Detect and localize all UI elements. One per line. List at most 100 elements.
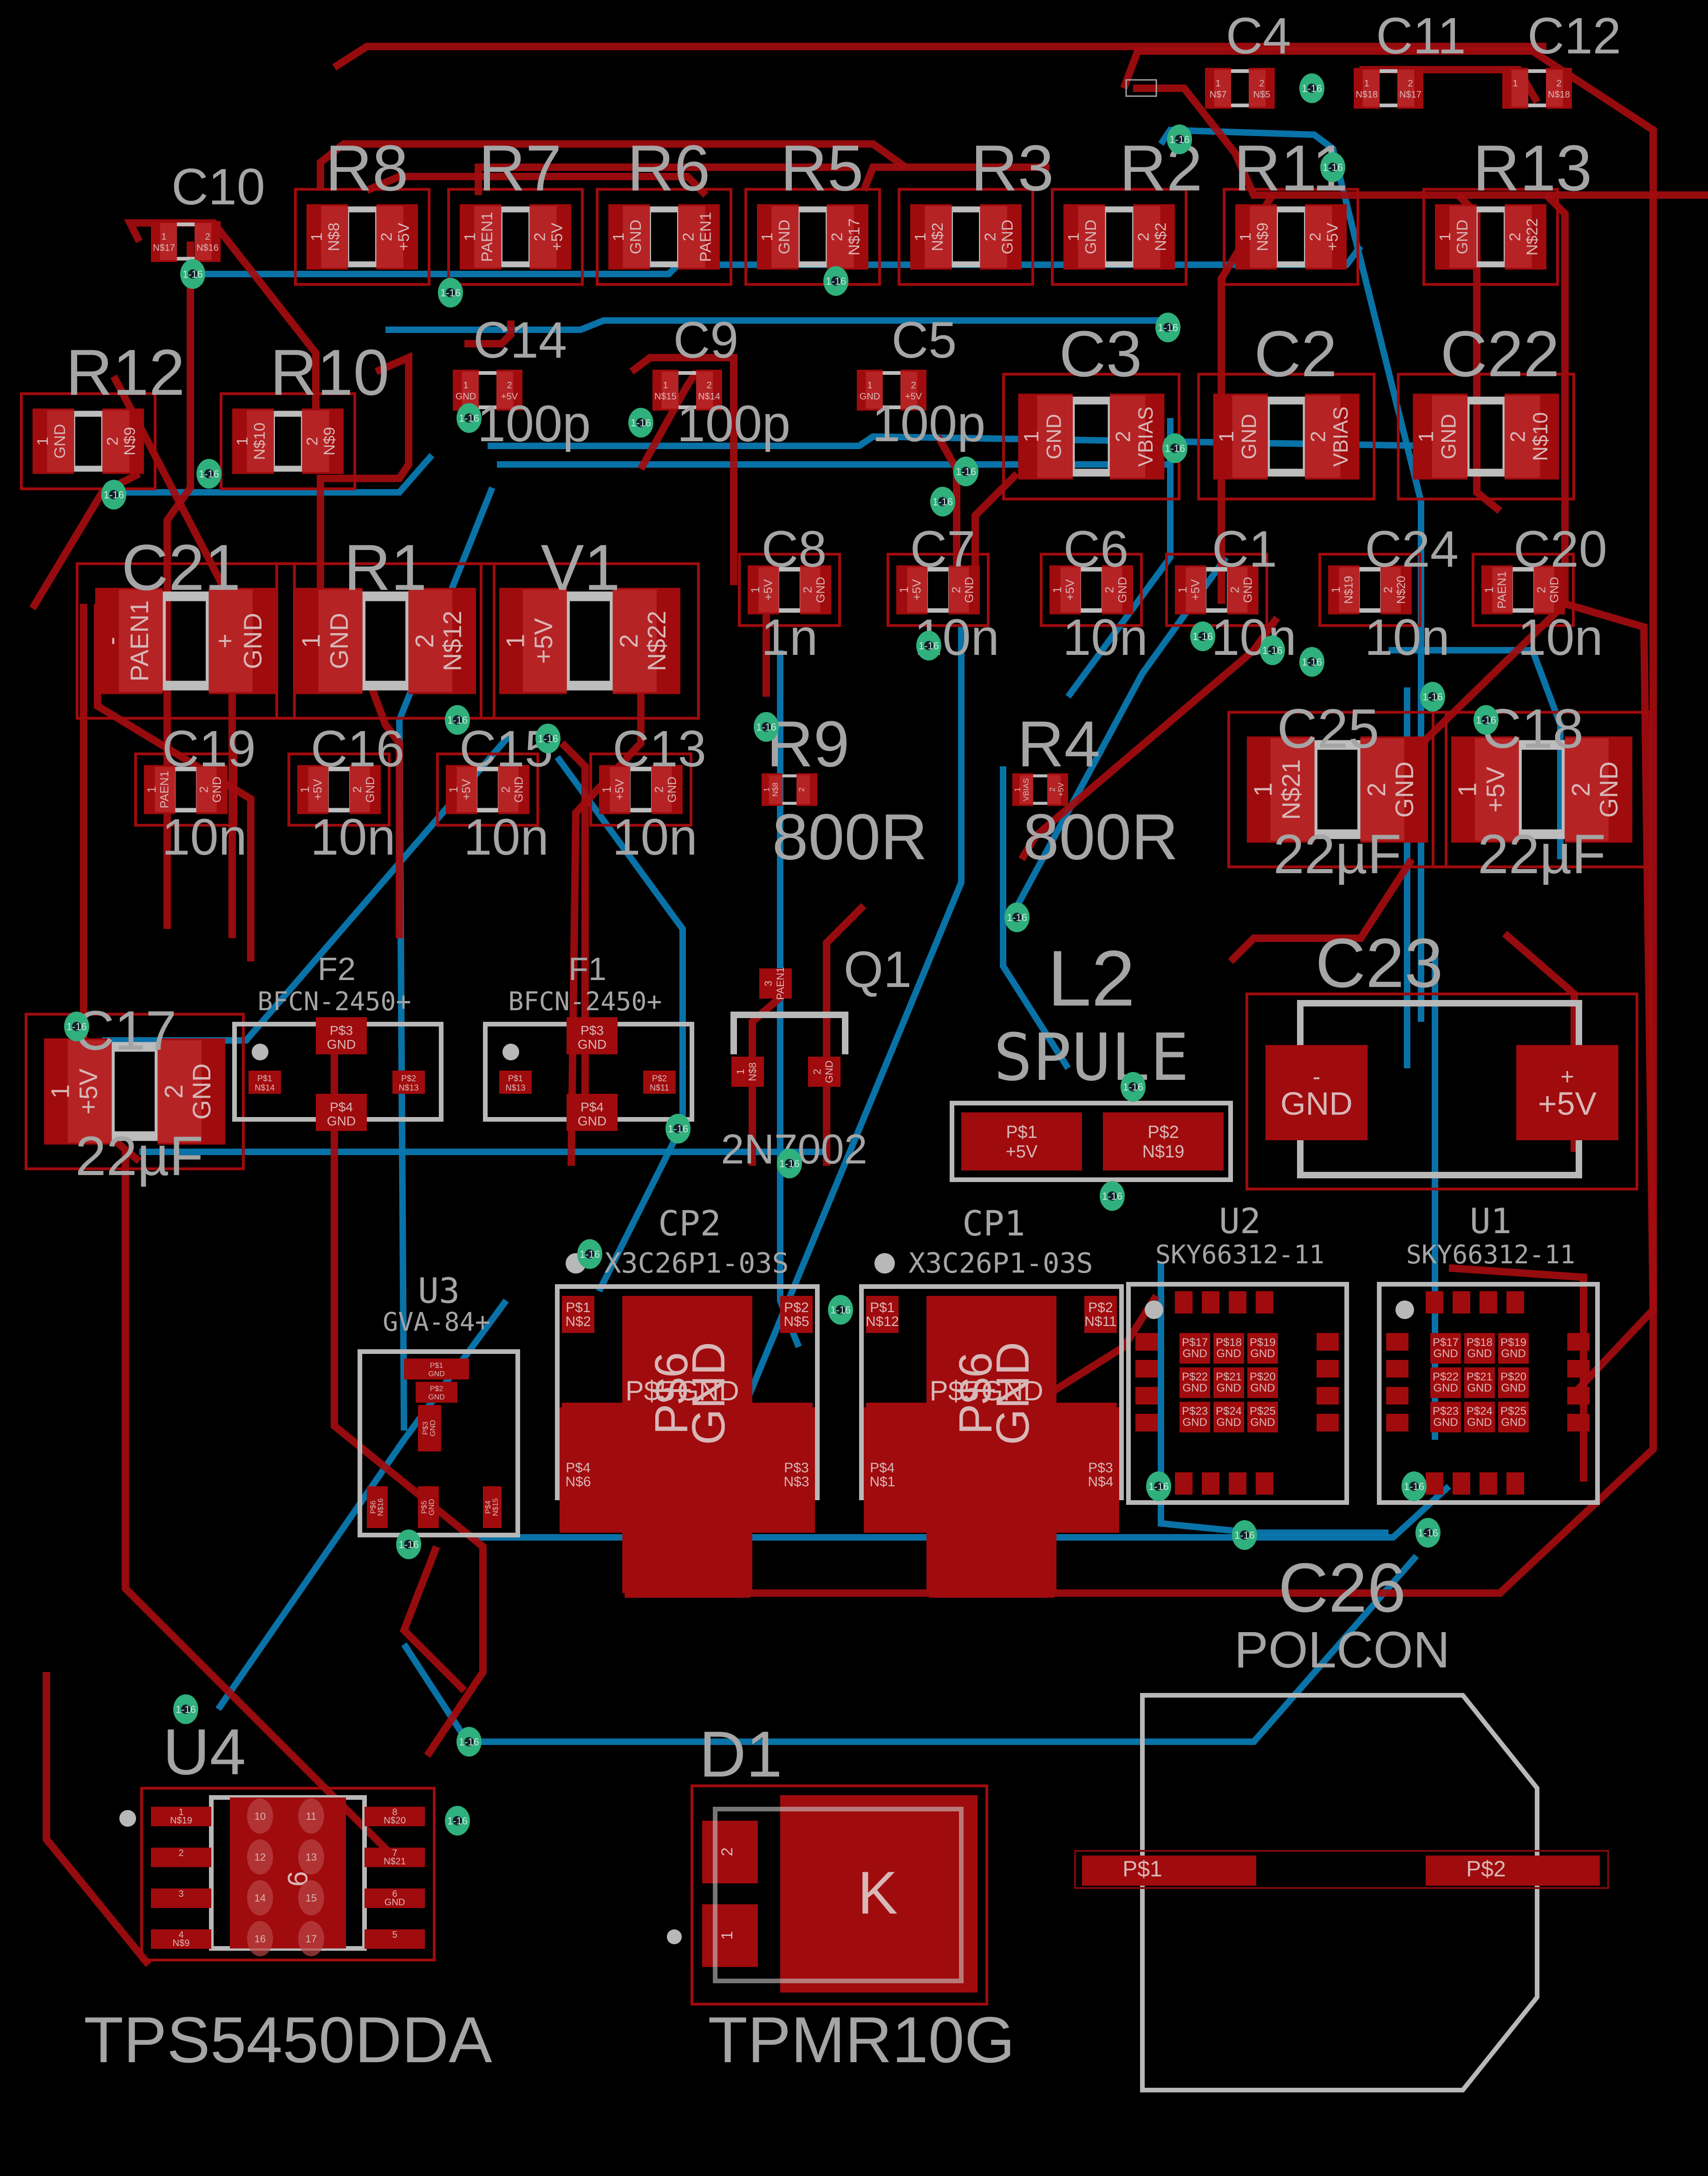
perimeter-pad[interactable] xyxy=(1453,1472,1470,1495)
pad[interactable]: P$4N$1 xyxy=(866,1456,899,1493)
perimeter-pad[interactable] xyxy=(1135,1414,1158,1431)
pad[interactable]: 7N$21 xyxy=(365,1848,425,1867)
perimeter-pad[interactable] xyxy=(1506,1472,1524,1495)
pad[interactable]: 1+5V xyxy=(748,565,779,614)
pad[interactable]: P$1N$14 xyxy=(248,1071,281,1094)
pad[interactable]: 2N$17 xyxy=(1397,68,1423,109)
perimeter-pad[interactable] xyxy=(1256,1472,1273,1495)
perimeter-pad[interactable] xyxy=(1480,1291,1497,1313)
perimeter-pad[interactable] xyxy=(1317,1414,1339,1431)
pad[interactable]: 1N$7 xyxy=(1205,68,1231,109)
pad[interactable]: 2 xyxy=(702,1821,758,1883)
perimeter-pad[interactable] xyxy=(1506,1291,1524,1313)
component-u1[interactable]: U1SKY66312-11P$17GNDP$18GNDP$19GNDP$22GN… xyxy=(1377,1201,1600,1505)
perimeter-pad[interactable] xyxy=(1567,1360,1590,1378)
pad[interactable]: 2+5V xyxy=(900,370,926,411)
pad[interactable]: 1+5V xyxy=(896,565,928,614)
perimeter-pad[interactable] xyxy=(1567,1414,1590,1431)
pad[interactable]: P$3N$4 xyxy=(1084,1456,1117,1493)
pad[interactable]: 2+5V xyxy=(1047,773,1068,806)
pad[interactable]: 1+5V xyxy=(297,765,329,814)
pad[interactable]: 3 xyxy=(151,1888,211,1908)
perimeter-pad[interactable] xyxy=(1202,1291,1219,1313)
pad[interactable]: P$1+5V xyxy=(961,1112,1082,1170)
perimeter-pad[interactable] xyxy=(1135,1387,1158,1405)
perimeter-pad[interactable] xyxy=(1229,1291,1246,1313)
pad[interactable]: P$2N$11 xyxy=(643,1071,676,1094)
pad[interactable]: 1N$15 xyxy=(652,370,678,411)
perimeter-pad[interactable] xyxy=(1317,1333,1339,1351)
perimeter-pad[interactable] xyxy=(1386,1414,1408,1431)
pad[interactable]: P$2N$13 xyxy=(392,1071,425,1094)
component-u2[interactable]: U2SKY66312-11P$17GNDP$18GNDP$19GNDP$22GN… xyxy=(1126,1201,1349,1505)
pad[interactable]: 2+5V xyxy=(1305,204,1347,270)
cathode-pad[interactable]: K xyxy=(780,1795,978,1993)
pad[interactable]: 1+5V xyxy=(1175,565,1206,614)
pad[interactable]: 2N$18 xyxy=(1546,68,1572,109)
pad[interactable]: 1 xyxy=(1502,68,1528,109)
pad[interactable]: 4N$9 xyxy=(151,1929,211,1949)
perimeter-pad[interactable] xyxy=(1453,1291,1470,1313)
pad[interactable]: P$2N$19 xyxy=(1103,1112,1224,1170)
pad[interactable]: 8N$20 xyxy=(365,1807,425,1826)
pad[interactable]: -PAEN1 xyxy=(95,588,163,694)
pad[interactable]: P$2N$5 xyxy=(780,1296,813,1333)
perimeter-pad[interactable] xyxy=(1175,1472,1193,1495)
pad[interactable]: 1N$19 xyxy=(151,1807,211,1826)
pad[interactable]: 2+5V xyxy=(496,370,522,411)
